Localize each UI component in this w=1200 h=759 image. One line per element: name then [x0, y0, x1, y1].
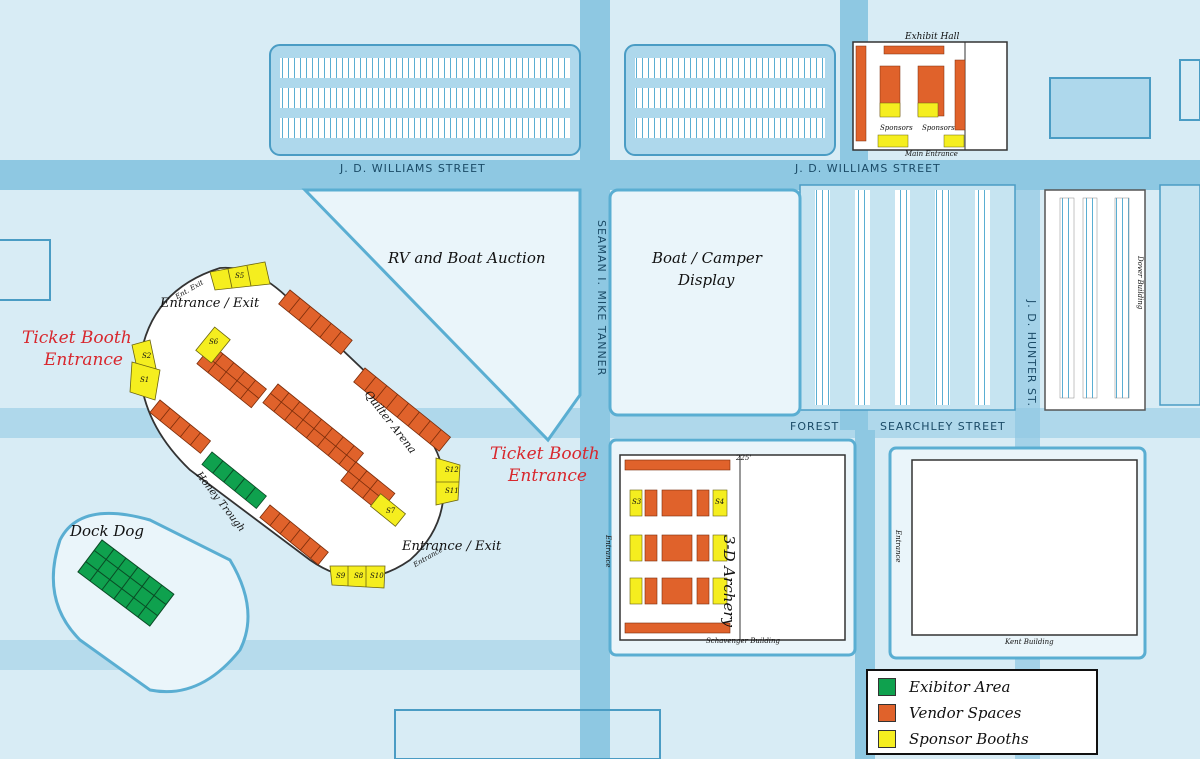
sponsor-booth-s1: S1 — [140, 376, 150, 384]
legend-swatch-sponsor — [878, 730, 896, 748]
ticket-booth-right-line2: Entrance — [508, 466, 587, 486]
sponsor-booth-s3: S3 — [632, 498, 642, 506]
kent-building-label: Kent Building — [1005, 638, 1054, 646]
sponsor-booth-s2: S2 — [142, 352, 152, 360]
main-entrance-label: Main Entrance — [905, 150, 958, 158]
sponsor-booth-s7: S7 — [386, 507, 396, 515]
sponsor-booth-s10: S10 — [370, 572, 384, 580]
sponsor-booth-s4: S4 — [715, 498, 725, 506]
honey-trough-exhibitor-area — [201, 451, 267, 510]
exhibit-hall-label: Exhibit Hall — [905, 32, 960, 42]
schavenger-entrance-label: Entrance — [604, 535, 612, 568]
schavenger-building — [608, 438, 857, 657]
legend-label-sponsor: Sponsor Booths — [909, 730, 1029, 748]
williams-street-west: J. D. WILLIAMS STREET — [340, 162, 486, 175]
arena-vendor-rows — [149, 289, 452, 566]
boat-camper-label-line2: Display — [678, 271, 735, 289]
legend-label-vendor: Vendor Spaces — [909, 704, 1022, 722]
entrance-exit-bottom: Entrance / Exit — [402, 539, 502, 554]
rv-boat-auction-lot — [301, 188, 582, 443]
sponsor-booth-s6: S6 — [209, 338, 219, 346]
parking-lots-east — [799, 184, 1200, 411]
schavenger-building-label: Schavenger Building — [706, 637, 781, 645]
sponsors-left-label: Sponsors — [880, 124, 913, 132]
searchley-street: SEARCHLEY STREET — [880, 420, 1006, 433]
sponsor-booth-s8: S8 — [354, 572, 364, 580]
dover-building — [1044, 189, 1146, 411]
dock-dog-label: Dock Dog — [70, 522, 144, 540]
legend-label-exhibitor: Exibitor Area — [909, 678, 1011, 696]
dover-building-label: Dover Building — [1136, 256, 1144, 310]
misc-structures — [0, 59, 1200, 759]
kent-building — [888, 446, 1147, 660]
legend-swatch-vendor — [878, 704, 896, 722]
archery-width-label: 225' — [736, 454, 752, 462]
archery-label: 3-D Archery — [720, 535, 738, 627]
parking-lots-north — [269, 44, 1151, 156]
ticket-booth-right-line1: Ticket Booth — [490, 444, 600, 464]
legend-item-vendor: Vendor Spaces — [878, 703, 1021, 723]
dock-dog-exhibitor-grid — [77, 539, 175, 627]
williams-street-east: J. D. WILLIAMS STREET — [795, 162, 941, 175]
ticket-booth-left-line2: Entrance — [44, 350, 123, 370]
arena-sponsor-booths — [129, 261, 461, 589]
mike-tanner-street: SEAMAN I. MIKE TANNER — [595, 220, 608, 377]
sponsor-booth-s5: S5 — [235, 272, 245, 280]
sponsors-right-label: Sponsors — [922, 124, 955, 132]
entrance-exit-top: Entrance / Exit — [160, 296, 260, 311]
boat-camper-label-line1: Boat / Camper — [652, 249, 762, 267]
exhibit-hall — [852, 41, 1008, 151]
sponsor-booth-s9: S9 — [336, 572, 346, 580]
legend: Exibitor Area Vendor Spaces Sponsor Boot… — [866, 669, 1098, 755]
forest-street: FOREST — [790, 420, 840, 433]
boat-camper-lot — [608, 188, 802, 417]
legend-item-sponsor: Sponsor Booths — [878, 729, 1029, 749]
sponsor-booth-s12: S12 — [445, 466, 459, 474]
ticket-booth-left-line1: Ticket Booth — [22, 328, 132, 348]
kent-entrance-label: Entrance — [894, 530, 902, 563]
sponsor-booth-s11: S11 — [445, 487, 459, 495]
legend-item-exhibitor: Exibitor Area — [878, 677, 1010, 697]
rv-boat-auction-label: RV and Boat Auction — [388, 249, 546, 267]
legend-swatch-exhibitor — [878, 678, 896, 696]
hunter-street: J. D. HUNTER ST. — [1025, 300, 1038, 407]
